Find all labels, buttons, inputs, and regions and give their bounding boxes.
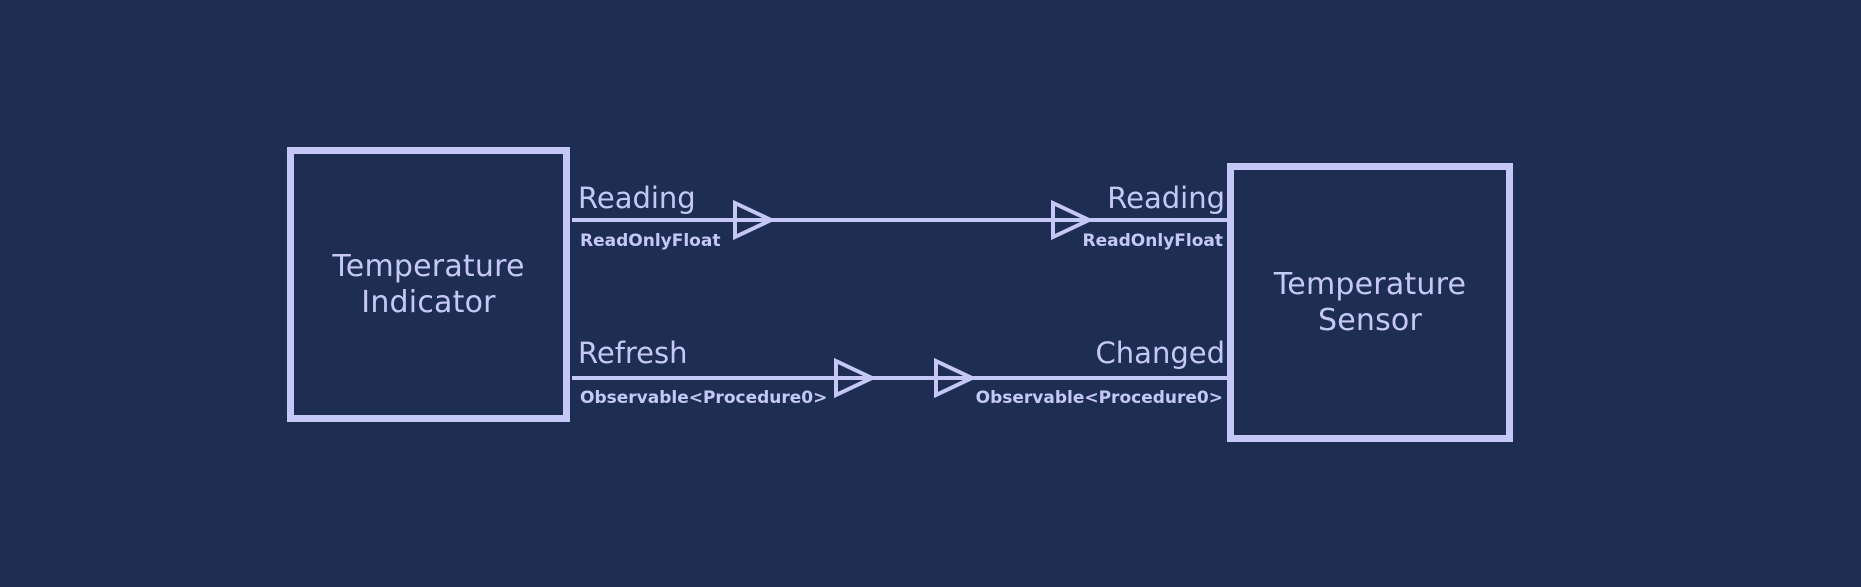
arrowhead-refresh-source-icon xyxy=(834,357,877,399)
component-temperature-indicator[interactable]: Temperature Indicator xyxy=(287,147,570,422)
port-type-changed-target: Observable<Procedure0> xyxy=(975,388,1223,408)
port-type-refresh-source: Observable<Procedure0> xyxy=(580,388,828,408)
port-type-reading-target: ReadOnlyFloat xyxy=(1082,231,1223,251)
port-label-reading-target: Reading xyxy=(1107,181,1225,215)
component-temperature-sensor-label: Temperature Sensor xyxy=(1273,267,1467,338)
port-label-reading-source: Reading xyxy=(578,181,696,215)
port-label-changed-target: Changed xyxy=(1095,336,1225,370)
port-label-refresh-source: Refresh xyxy=(578,336,688,370)
component-temperature-indicator-label: Temperature Indicator xyxy=(332,249,525,320)
component-temperature-sensor[interactable]: Temperature Sensor xyxy=(1227,163,1513,442)
arrowhead-changed-target-icon xyxy=(934,357,977,399)
arrowhead-reading-source-icon xyxy=(733,199,776,241)
port-type-reading-source: ReadOnlyFloat xyxy=(580,231,721,251)
